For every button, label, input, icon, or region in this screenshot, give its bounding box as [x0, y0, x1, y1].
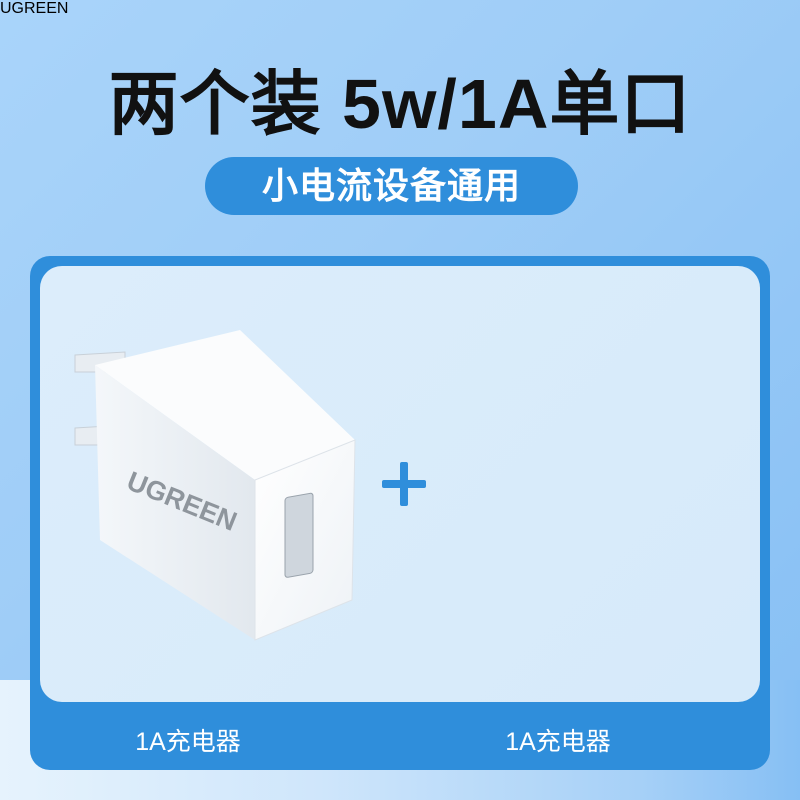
charger-1: UGREEN	[74, 330, 356, 641]
charger-2: UGREEN	[0, 0, 68, 17]
brand-logo: UGREEN	[0, 0, 69, 17]
plug-prong-icon: UGREEN	[0, 0, 68, 17]
page-title: 两个装 5w/1A单口	[108, 65, 692, 143]
subtitle-badge: 小电流设备通用	[205, 157, 578, 215]
plus-icon	[382, 462, 426, 506]
product-label-1: 1A充电器	[135, 728, 241, 756]
plug-prong-icon: UGREEN	[0, 0, 68, 17]
product-label-2: 1A充电器	[505, 728, 611, 756]
